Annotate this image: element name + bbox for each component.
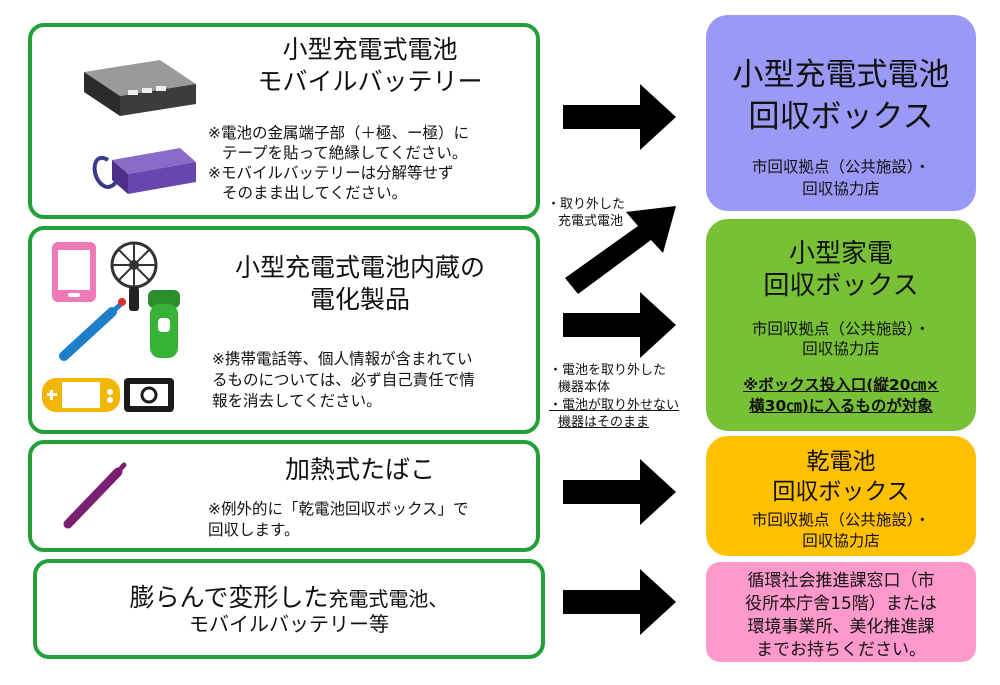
arrow-battery-to-battery-box [563, 84, 676, 150]
small-appliance-box-destination: 小型家電 回収ボックス 市回収拠点（公共施設）・ 回収協力店 ※ボックス投入口(… [706, 219, 976, 431]
office-counter-destination: 循環社会推進課窓口（市 役所本庁舎15階）または 環境事業所、美化推進課 までお… [706, 562, 976, 662]
swollen-source-title-line2: モバイルバッテリー等 [189, 612, 389, 636]
label-device-body-line1: ・電池を取り外した [549, 363, 667, 378]
appliance-box-note-line1: ※ボックス投入口(縦20㎝× [743, 376, 939, 394]
battery-source-title-line2: モバイルバッテリー [257, 67, 483, 96]
dry-battery-box-title-line2: 回収ボックス [772, 479, 910, 505]
battery-box-title-line2: 回収ボックス [748, 99, 934, 135]
dry-battery-box-destination: 乾電池 回収ボックス 市回収拠点（公共施設）・ 回収協力店 [706, 436, 976, 556]
electric-toothbrush-icon [59, 298, 126, 361]
appliance-box-sub-line1: 市回収拠点（公共施設）・ [751, 320, 931, 338]
battery-source-note-line3: ※モバイルバッテリーは分解等せず [208, 164, 454, 182]
office-line3: 環境事業所、美化推進課 [747, 617, 935, 637]
handheld-fan-icon [110, 241, 158, 311]
label-removed-battery-line1: ・取り外した [547, 197, 626, 212]
shaver-icon [148, 290, 180, 358]
appliance-box-title-line2: 回収ボックス [763, 271, 919, 301]
dry-battery-box-title-line1: 乾電池 [806, 449, 876, 475]
tobacco-source-note-line2: 回収します。 [208, 521, 300, 539]
dry-battery-box-sub-line2: 回収協力店 [802, 532, 880, 550]
battery-recycling-box-destination: 小型充電式電池 回収ボックス 市回収拠点（公共施設）・ 回収協力店 [706, 15, 976, 211]
label-non-removable-line2: 機器はそのまま [558, 415, 650, 430]
appliance-source-title-line1: 小型充電式電池内蔵の [234, 253, 485, 282]
tobacco-source-note-line1: ※例外的に「乾電池回収ボックス」で [208, 500, 469, 518]
tobacco-source-box [28, 440, 540, 552]
tobacco-source-title: 加熱式たばこ [284, 455, 435, 484]
appliance-source-note-line1: ※携帯電話等、個人情報が含まれてい [212, 350, 473, 368]
battery-source-note-line4: そのまま出してください。 [222, 184, 408, 202]
arrow-swollen-to-office [563, 569, 676, 635]
arrow-appliance-to-battery-box [565, 206, 676, 294]
portable-game-icon [42, 378, 120, 412]
arrow-tobacco-to-dry-battery-box [563, 459, 676, 525]
swollen-battery-source-box [33, 559, 545, 659]
battery-pack-icon [84, 60, 196, 116]
appliance-box-note-line2: 横30㎝)に入るものが対象 [749, 397, 933, 415]
label-removed-battery-line2: 充電式電池 [558, 214, 624, 229]
appliance-box-sub-line2: 回収協力店 [802, 340, 880, 358]
swollen-source-title-line1: 膨らんで変形した充電式電池、 [36, 582, 542, 613]
swollen-source-title-big: 膨らんで変形した [129, 583, 329, 612]
smartphone-icon [52, 242, 96, 302]
appliance-source-note-line3: 報を消去してください。 [212, 392, 382, 410]
arrow-appliance-to-appliance-box [563, 292, 676, 358]
mobile-battery-icon [92, 148, 196, 194]
battery-source-note-line1: ※電池の金属端子部（＋極、ー極）に [208, 124, 469, 142]
appliance-source-title-line2: 電化製品 [309, 285, 410, 314]
battery-source-title-line1: 小型充電式電池 [282, 35, 458, 64]
appliance-box-title-line1: 小型家電 [788, 239, 893, 269]
heated-tobacco-icon [63, 462, 127, 529]
appliance-source-note-line2: るものについては、必ず自己責任で情 [212, 371, 475, 389]
office-line4: までお持ちください。 [756, 640, 926, 660]
label-device-body-line2: 機器本体 [558, 380, 611, 395]
camera-icon [124, 378, 174, 412]
office-line1: 循環社会推進課窓口（市 [747, 571, 935, 591]
label-non-removable-line1: ・電池が取り外せない [549, 398, 680, 413]
dry-battery-box-sub-line1: 市回収拠点（公共施設）・ [751, 511, 931, 529]
swollen-source-title-small: 充電式電池、 [328, 587, 449, 611]
battery-source-note-line2: テープを貼って絶縁してください。 [222, 144, 468, 162]
battery-box-sub-line1: 市回収拠点（公共施設）・ [751, 158, 931, 176]
office-line2: 役所本庁舎15階）または [745, 594, 937, 614]
battery-box-sub-line2: 回収協力店 [802, 180, 880, 198]
battery-box-title-line1: 小型充電式電池 [732, 57, 950, 93]
